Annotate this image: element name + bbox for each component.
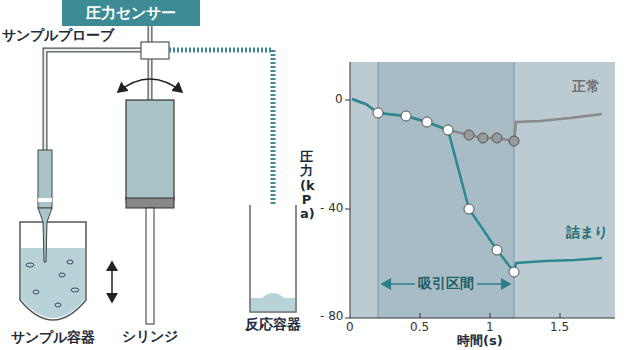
axis-title: 時間(s) [457, 334, 503, 348]
interval-label: 吸引区間 [415, 275, 477, 292]
sensor-box: 圧力センサー [62, 0, 200, 26]
tick-label: 0 [346, 320, 354, 334]
tick-label: 1 [486, 320, 494, 334]
tick-label: - 40 [320, 201, 343, 215]
series-label: 詰まり [566, 224, 608, 241]
part-label: 反応容器 [245, 316, 301, 333]
tick-label: 1.5 [550, 320, 569, 334]
tick-label: - 80 [320, 309, 343, 323]
reaction-container [250, 205, 296, 312]
chart-plot [345, 62, 615, 318]
sample-container [20, 222, 86, 320]
series-label: 正常 [572, 78, 600, 95]
part-label: シリンジ [122, 328, 178, 345]
axis-title: 圧力(kPa) [300, 150, 313, 221]
tick-label: 0 [335, 92, 343, 106]
tick-label: 0.5 [410, 320, 429, 334]
part-label: サンプル容器 [11, 329, 95, 346]
node-text: 圧力センサー [86, 4, 176, 23]
syringe [112, 79, 182, 324]
part-label: サンプルプローブ [2, 27, 114, 44]
